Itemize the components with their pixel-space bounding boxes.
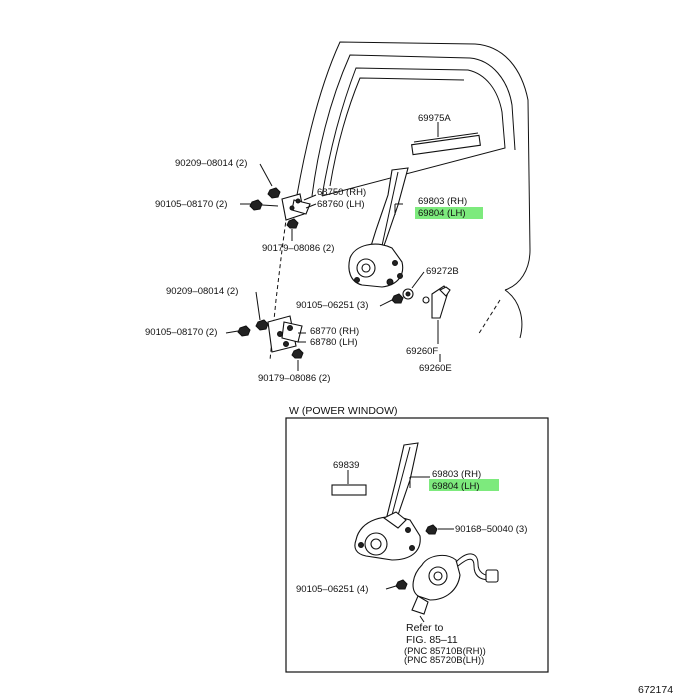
inset-labels: 69839 69803 (RH) 69804 (LH) 90168–50040 …: [296, 460, 527, 666]
bolt-90105-lower[interactable]: [237, 325, 251, 337]
label-68770[interactable]: 68770 (RH): [310, 326, 359, 337]
bolt-90179-upper[interactable]: [286, 218, 299, 229]
bolt-90209-upper[interactable]: [267, 187, 281, 199]
label-90105-08170-lower[interactable]: 90105–08170 (2): [145, 327, 217, 338]
label-69975a[interactable]: 69975A: [418, 113, 451, 124]
label-90105-08170-upper[interactable]: 90105–08170 (2): [155, 199, 227, 210]
lower-hinge-68770[interactable]: [267, 315, 303, 353]
label-90105-06251-inset[interactable]: 90105–06251 (4): [296, 584, 368, 595]
washer-69272b[interactable]: [402, 288, 414, 300]
label-69260e[interactable]: 69260E: [419, 363, 452, 374]
label-69804-inset[interactable]: 69804 (LH): [432, 481, 480, 492]
label-90209-08014-lower[interactable]: 90209–08014 (2): [166, 286, 238, 297]
bolt-90105-06251-inset[interactable]: [395, 579, 408, 590]
label-90179-08086-upper[interactable]: 90179–08086 (2): [262, 243, 334, 254]
regulator-handle-69260[interactable]: [422, 285, 451, 319]
bolt-90209-lower[interactable]: [255, 319, 269, 331]
label-69272b[interactable]: 69272B: [426, 266, 459, 277]
label-68780[interactable]: 68780 (LH): [310, 337, 358, 348]
channel-69839[interactable]: [331, 484, 367, 496]
manual-window-regulator[interactable]: [348, 167, 409, 288]
label-69803-main[interactable]: 69803 (RH): [418, 196, 467, 207]
inset-frame: [285, 417, 549, 673]
main-labels: 69975A 90209–08014 (2) 90105–08170 (2) 6…: [145, 113, 483, 384]
door-outline: [269, 41, 531, 361]
upper-hinge-68750[interactable]: [281, 193, 311, 221]
leader-lines-inset: [347, 470, 454, 623]
bolt-90105-06251[interactable]: [391, 293, 404, 304]
power-window-regulator[interactable]: [354, 442, 421, 561]
highlight-69804-main: [415, 207, 483, 219]
pnc-lh-text: (PNC 85720B(LH)): [404, 655, 484, 666]
bolt-90105-upper[interactable]: [249, 199, 279, 211]
label-90179-08086-lower[interactable]: 90179–08086 (2): [258, 373, 330, 384]
bolt-90179-lower[interactable]: [291, 348, 304, 359]
bolt-90168-50040[interactable]: [425, 524, 438, 535]
label-69804-main[interactable]: 69804 (LH): [418, 208, 466, 219]
label-90168-50040[interactable]: 90168–50040 (3): [455, 524, 527, 535]
label-69260f[interactable]: 69260F: [406, 346, 438, 357]
figure-number: 672174: [638, 684, 673, 696]
label-68760[interactable]: 68760 (LH): [317, 199, 365, 210]
pnc-rh-text: (PNC 85710B(RH)): [404, 646, 486, 657]
label-90209-08014-upper[interactable]: 90209–08014 (2): [175, 158, 247, 169]
refer-to-text: Refer to: [406, 622, 444, 634]
highlight-69804-inset: [429, 479, 499, 491]
refer-fig-text[interactable]: FIG. 85–11: [406, 634, 458, 646]
weatherstrip-69975a[interactable]: [411, 132, 481, 156]
label-68750[interactable]: 68750 (RH): [317, 187, 366, 198]
leader-lines-main: [225, 122, 441, 371]
inset-title: W (POWER WINDOW): [289, 405, 397, 417]
label-69839[interactable]: 69839: [333, 460, 359, 471]
label-90105-06251-main[interactable]: 90105–06251 (3): [296, 300, 368, 311]
label-69803-inset[interactable]: 69803 (RH): [432, 469, 481, 480]
window-motor[interactable]: [411, 553, 499, 615]
